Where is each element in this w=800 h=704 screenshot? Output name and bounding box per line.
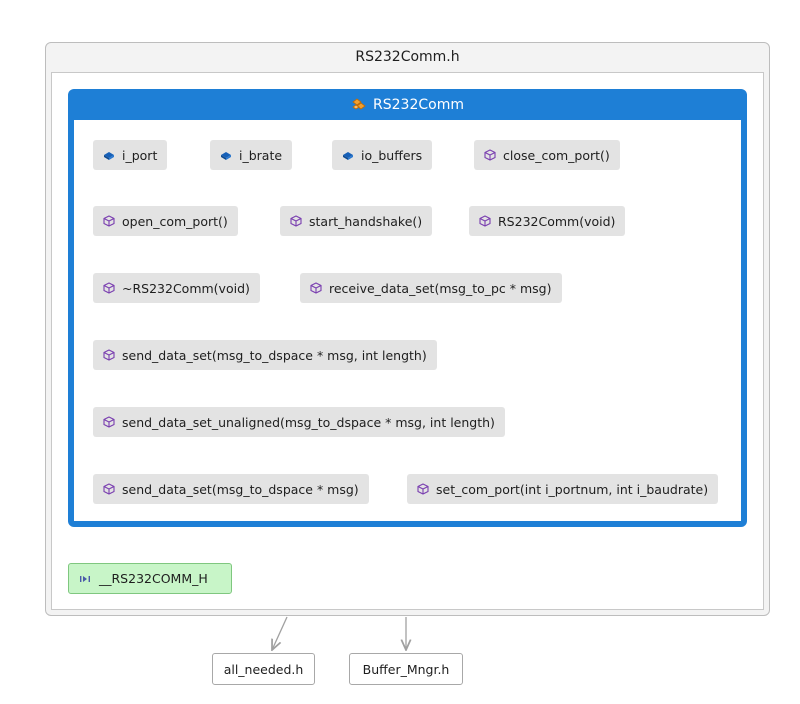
member-send-data-set-unaligned[interactable]: send_data_set_unaligned(msg_to_dspace * … (93, 407, 505, 437)
edge-to-all-needed (272, 616, 288, 650)
file-title: RS232Comm.h (355, 49, 460, 65)
method-icon (310, 282, 322, 294)
member-close-com-port[interactable]: close_com_port() (474, 140, 620, 170)
member-send-data-set[interactable]: send_data_set(msg_to_dspace * msg) (93, 474, 369, 504)
class-icon (351, 97, 367, 113)
field-icon (342, 149, 354, 161)
field-icon (220, 149, 232, 161)
member-send-data-set-length[interactable]: send_data_set(msg_to_dspace * msg, int l… (93, 340, 437, 370)
method-icon (103, 215, 115, 227)
class-header: RS232Comm (68, 89, 747, 120)
method-icon (417, 483, 429, 495)
method-icon (103, 416, 115, 428)
member-start-handshake[interactable]: start_handshake() (280, 206, 433, 236)
field-icon (103, 149, 115, 161)
class-name: RS232Comm (373, 96, 464, 113)
member-io-buffers[interactable]: io_buffers (332, 140, 433, 170)
macro-node[interactable]: __RS232COMM_H (68, 563, 232, 594)
macro-label: __RS232COMM_H (99, 571, 208, 586)
member-open-com-port[interactable]: open_com_port() (93, 206, 238, 236)
method-icon (484, 149, 496, 161)
method-icon (103, 282, 115, 294)
class-members-area (74, 120, 741, 521)
method-icon (103, 483, 115, 495)
macro-icon (79, 573, 91, 585)
member-receive-data-set[interactable]: receive_data_set(msg_to_pc * msg) (300, 273, 562, 303)
member-set-com-port[interactable]: set_com_port(int i_portnum, int i_baudra… (407, 474, 719, 504)
method-icon (103, 349, 115, 361)
dependency-all-needed-h[interactable]: all_needed.h (212, 653, 315, 685)
dependency-buffer-mngr-h[interactable]: Buffer_Mngr.h (349, 653, 463, 685)
method-icon (290, 215, 302, 227)
member-i-brate[interactable]: i_brate (210, 140, 293, 170)
method-icon (479, 215, 491, 227)
member-i-port[interactable]: i_port (93, 140, 168, 170)
member-destructor[interactable]: ~RS232Comm(void) (93, 273, 260, 303)
member-constructor[interactable]: RS232Comm(void) (469, 206, 626, 236)
